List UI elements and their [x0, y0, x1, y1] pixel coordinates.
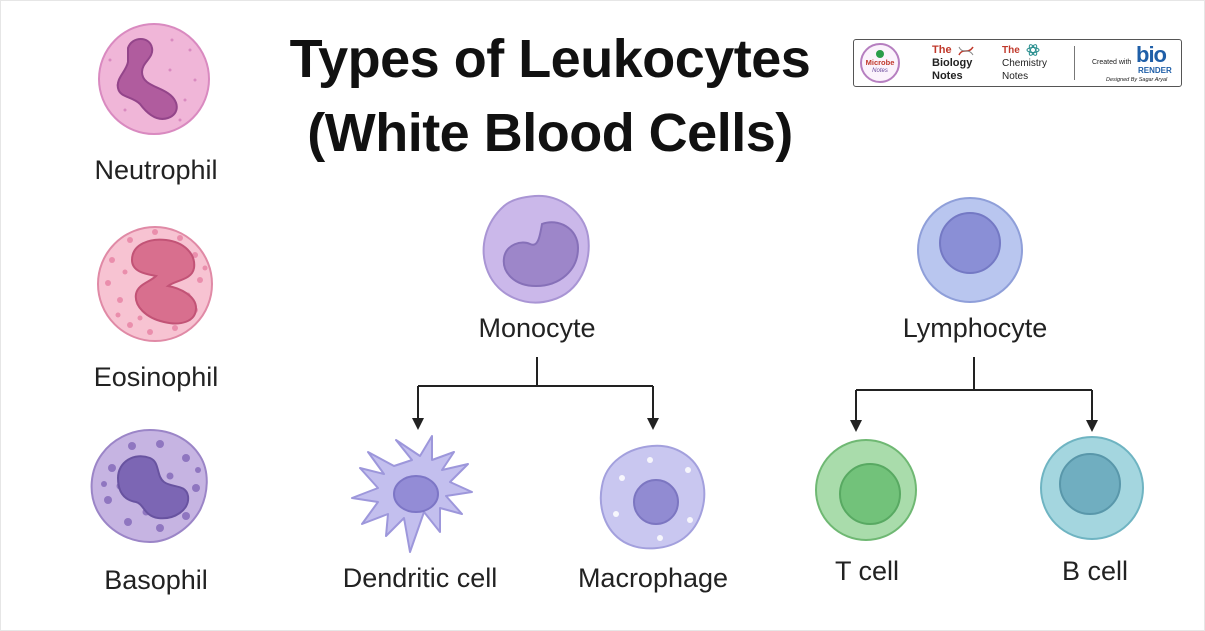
credits-logo-box: Microbe Notes The Biology Notes The Chem…	[853, 39, 1182, 87]
microbe-logo-text: Microbe	[865, 58, 895, 67]
biology-logo-the: The	[932, 44, 952, 56]
t-cell-illustration	[815, 439, 917, 541]
biology-notes-logo: The Biology Notes	[932, 44, 972, 83]
label-basophil: Basophil	[104, 565, 208, 595]
b-cell-illustration	[1040, 436, 1144, 540]
monocyte-illustration	[482, 194, 590, 304]
chemistry-logo-the: The	[1002, 45, 1020, 56]
label-monocyte: Monocyte	[478, 313, 596, 343]
biorender-logo-subtext: RENDER	[1138, 66, 1172, 75]
arrow-to-macrophage	[647, 418, 659, 430]
chemistry-logo-word: Chemistry	[1002, 58, 1048, 69]
lymphocyte-illustration	[917, 197, 1023, 303]
microbe-icon	[876, 50, 884, 58]
label-lymphocyte: Lymphocyte	[902, 313, 1048, 343]
logo-divider	[1074, 46, 1075, 80]
dna-icon	[958, 46, 974, 56]
label-eosinophil: Eosinophil	[93, 362, 219, 392]
page-title: Types of Leukocytes (White Blood Cells)	[250, 22, 850, 170]
label-dendritic-cell: Dendritic cell	[342, 563, 498, 593]
label-macrophage: Macrophage	[577, 563, 729, 593]
atom-icon	[1026, 44, 1040, 56]
label-t-cell: T cell	[834, 556, 900, 586]
basophil-illustration	[90, 428, 208, 544]
microbe-notes-logo: Microbe Notes	[860, 43, 900, 83]
designer-credit: Designed By Sagar Aryal	[1106, 77, 1168, 83]
label-neutrophil: Neutrophil	[94, 155, 218, 185]
chemistry-notes-logo: The Chemistry Notes	[1002, 44, 1047, 83]
arrow-to-tcell	[850, 420, 862, 432]
title-line-2: (White Blood Cells)	[307, 103, 793, 163]
biology-logo-word: Biology	[932, 57, 973, 69]
eosinophil-illustration	[97, 226, 213, 342]
lymphocyte-branch-lines	[855, 357, 1093, 422]
arrow-to-bcell	[1086, 420, 1098, 432]
created-with-text: Created with	[1092, 59, 1132, 66]
neutrophil-illustration	[98, 23, 210, 135]
microbe-logo-subtext: Notes	[872, 68, 888, 74]
macrophage-illustration	[599, 444, 706, 550]
monocyte-branch-lines	[417, 357, 654, 420]
chemistry-logo-notes: Notes	[1002, 71, 1029, 82]
label-b-cell: B cell	[1061, 556, 1129, 586]
arrow-to-dendritic	[412, 418, 424, 430]
biorender-logo: bio	[1136, 42, 1167, 67]
dendritic-cell-illustration	[351, 435, 473, 553]
title-line-1: Types of Leukocytes	[289, 29, 811, 89]
biology-logo-notes: Notes	[932, 70, 963, 82]
